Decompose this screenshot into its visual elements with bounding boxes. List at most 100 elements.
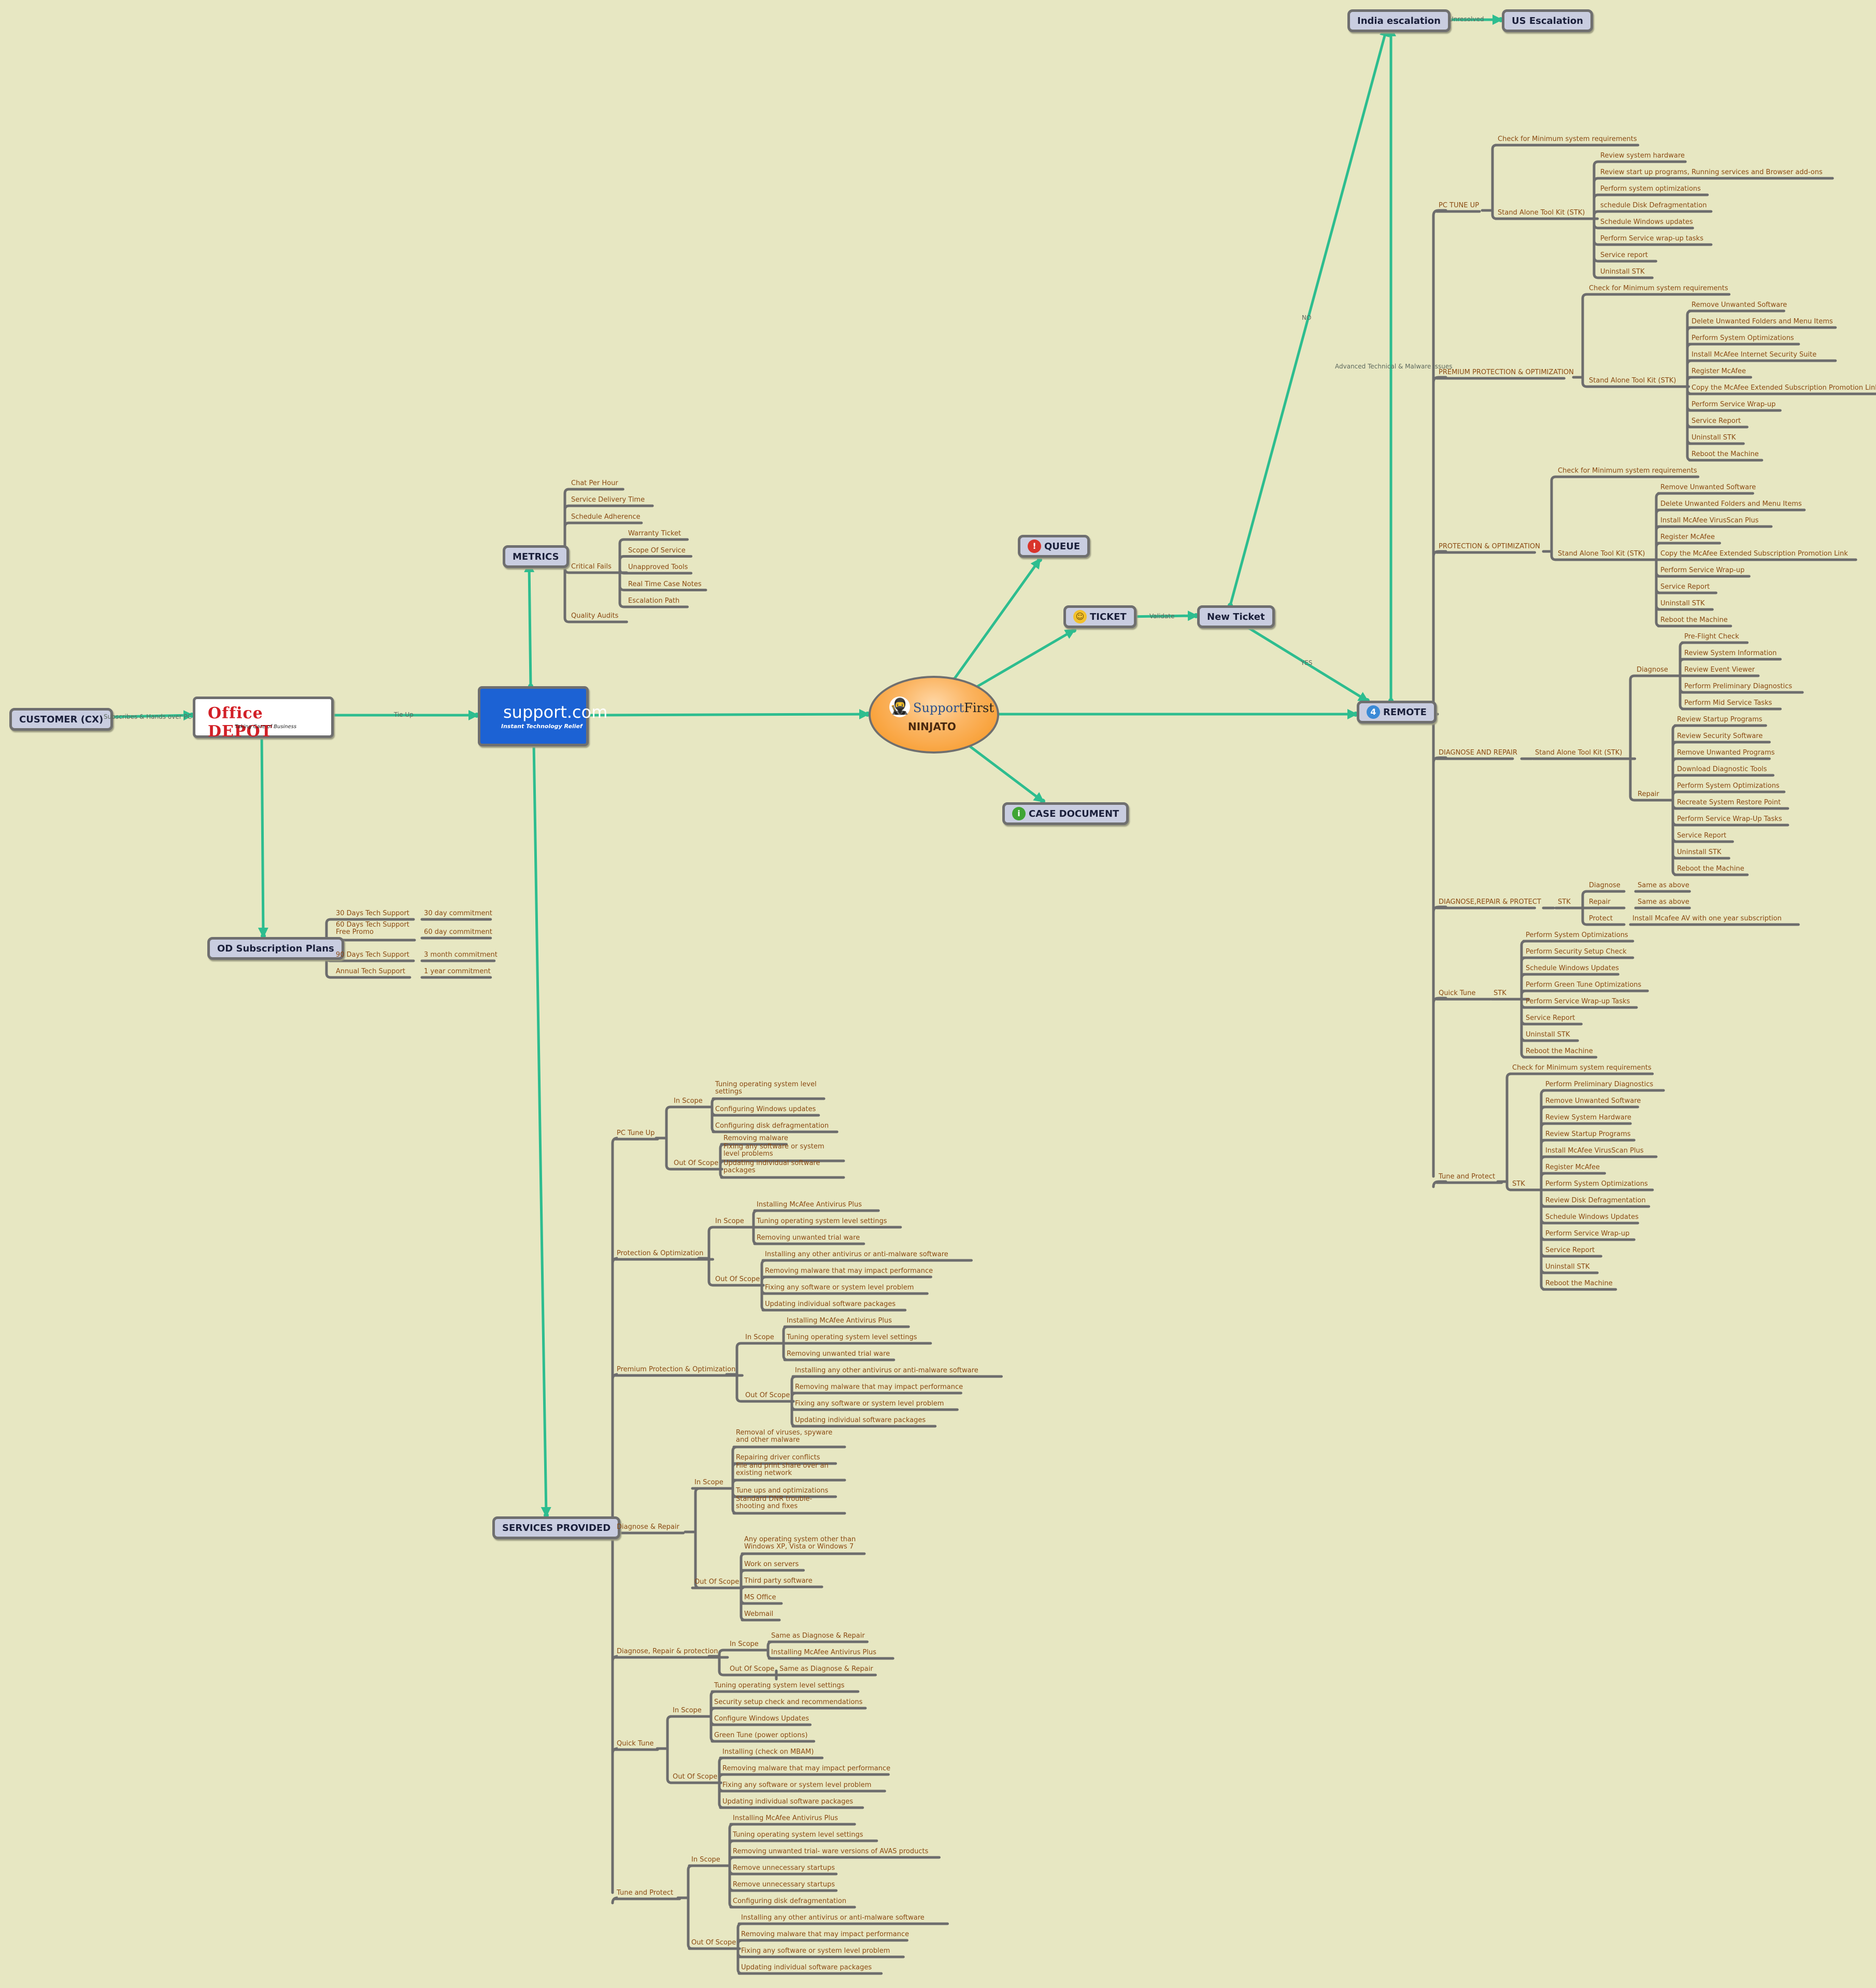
- out-scope-item[interactable]: Removing malware that may impact perform…: [765, 1267, 933, 1275]
- remote-repair[interactable]: Repair: [1638, 790, 1659, 798]
- in-scope-item[interactable]: Installing McAfee Antivirus Plus: [771, 1649, 876, 1656]
- leaf-item[interactable]: Perform System Optimizations: [1545, 1180, 1648, 1188]
- leaf-item[interactable]: Register McAfee: [1692, 367, 1746, 375]
- critical-fail-item[interactable]: Real Time Case Notes: [628, 580, 702, 588]
- leaf-item[interactable]: Service Report: [1526, 1014, 1575, 1022]
- in-scope-item[interactable]: Removing unwanted trial- ware versions o…: [733, 1848, 929, 1855]
- drp-key[interactable]: Repair: [1589, 898, 1611, 906]
- leaf-item[interactable]: Perform System Optimizations: [1692, 334, 1794, 342]
- remote-category[interactable]: DIAGNOSE AND REPAIR: [1439, 749, 1517, 757]
- remote-stk[interactable]: STK: [1558, 898, 1571, 906]
- office-depot-node[interactable]: Office DEPOT Taking Care of Business: [193, 697, 334, 741]
- out-scope-item[interactable]: Installing any other antivirus or anti-m…: [795, 1367, 978, 1374]
- leaf-item[interactable]: Perform System Optimizations: [1526, 931, 1628, 939]
- service-category[interactable]: Quick Tune: [617, 1740, 654, 1748]
- service-category[interactable]: Diagnose, Repair & protection: [617, 1648, 718, 1655]
- leaf-item[interactable]: Uninstall STK: [1526, 1031, 1570, 1039]
- leaf-item[interactable]: Review Disk Defragmentation: [1545, 1197, 1646, 1204]
- in-scope-item[interactable]: Configure Windows Updates: [714, 1715, 809, 1723]
- remote-check[interactable]: Check for Minimum system requirements: [1558, 467, 1697, 475]
- leaf-item[interactable]: Register McAfee: [1660, 533, 1715, 541]
- in-scope-item[interactable]: Installing McAfee Antivirus Plus: [733, 1814, 838, 1822]
- remote-category[interactable]: Tune and Protect: [1439, 1173, 1496, 1181]
- critical-fail-item[interactable]: Escalation Path: [628, 597, 680, 605]
- remote-check[interactable]: Check for Minimum system requirements: [1512, 1064, 1652, 1072]
- out-scope-item[interactable]: Updating individual software packages: [722, 1798, 854, 1806]
- service-category[interactable]: PC Tune Up: [617, 1129, 655, 1137]
- leaf-item[interactable]: Perform Preliminary Diagnostics: [1684, 683, 1793, 690]
- support-com-node[interactable]: support.com Instant Technology Relief: [478, 686, 607, 746]
- leaf-item[interactable]: Service Report: [1660, 583, 1710, 591]
- out-scope-item[interactable]: Webmail: [744, 1610, 774, 1618]
- metric-item[interactable]: Quality Audits: [571, 612, 619, 620]
- leaf-item[interactable]: Uninstall STK: [1677, 848, 1722, 856]
- leaf-item[interactable]: Install McAfee VirusScan Plus: [1545, 1147, 1644, 1155]
- in-scope-item[interactable]: Removal of viruses, spyware and other ma…: [736, 1429, 833, 1444]
- critical-fail-item[interactable]: Scope Of Service: [628, 546, 686, 555]
- out-scope-item[interactable]: Any operating system other than Windows …: [744, 1536, 856, 1551]
- out-scope-item[interactable]: Same as Diagnose & Repair: [779, 1665, 873, 1673]
- out-scope-item[interactable]: Fixing any software or system level prob…: [741, 1947, 890, 1955]
- leaf-item[interactable]: Perform system optimizations: [1600, 185, 1701, 193]
- critical-fail-item[interactable]: Unapproved Tools: [628, 563, 688, 571]
- out-of-scope-label[interactable]: Out Of Scope: [715, 1275, 760, 1283]
- leaf-item[interactable]: schedule Disk Defragmentation: [1600, 202, 1707, 209]
- out-scope-item[interactable]: Installing (check on MBAM): [722, 1748, 814, 1756]
- in-scope-item[interactable]: Security setup check and recommendations: [714, 1698, 863, 1706]
- drp-key[interactable]: Protect: [1589, 915, 1613, 922]
- out-of-scope-label[interactable]: Out Of Scope: [691, 1939, 736, 1947]
- out-of-scope-label[interactable]: Out Of Scope: [694, 1578, 740, 1586]
- leaf-item[interactable]: Review system hardware: [1600, 152, 1685, 160]
- out-scope-item[interactable]: Installing any other antivirus or anti-m…: [741, 1914, 925, 1922]
- in-scope-item[interactable]: Tune ups and optimizations: [736, 1487, 829, 1495]
- remote-category[interactable]: PC TUNE UP: [1439, 202, 1479, 209]
- remote-category[interactable]: PROTECTION & OPTIMIZATION: [1439, 543, 1540, 550]
- leaf-item[interactable]: Copy the McAfee Extended Subscription Pr…: [1692, 384, 1876, 392]
- remote-stk[interactable]: Stand Alone Tool Kit (STK): [1558, 550, 1645, 558]
- od-plan-item[interactable]: 60 Days Tech Support Free Promo: [336, 921, 409, 936]
- out-scope-item[interactable]: Removing malware that may impact perform…: [795, 1383, 963, 1391]
- remote-stk[interactable]: STK: [1494, 989, 1507, 997]
- remote-diagnose[interactable]: Diagnose: [1637, 666, 1668, 674]
- out-scope-item[interactable]: Third party software: [744, 1577, 813, 1585]
- leaf-item[interactable]: Reboot the Machine: [1660, 616, 1728, 624]
- in-scope-item[interactable]: Installing McAfee Antivirus Plus: [787, 1317, 892, 1325]
- out-of-scope-label[interactable]: Out Of Scope: [674, 1159, 719, 1167]
- in-scope-item[interactable]: Removing unwanted trial ware: [787, 1350, 890, 1358]
- leaf-item[interactable]: Remove Unwanted Software: [1692, 301, 1787, 309]
- ticket-node[interactable]: ☺TICKET: [1063, 605, 1136, 628]
- in-scope-label[interactable]: In Scope: [673, 1707, 702, 1714]
- drp-key[interactable]: Diagnose: [1589, 882, 1621, 889]
- service-category[interactable]: Tune and Protect: [617, 1889, 674, 1897]
- leaf-item[interactable]: Service report: [1600, 251, 1648, 259]
- leaf-item[interactable]: Review Startup Programs: [1545, 1130, 1631, 1138]
- leaf-item[interactable]: Perform Service Wrap-up Tasks: [1526, 998, 1630, 1005]
- out-scope-item[interactable]: Fixing any software or system level prob…: [723, 1143, 825, 1158]
- leaf-item[interactable]: Delete Unwanted Folders and Menu Items: [1660, 500, 1802, 508]
- leaf-item[interactable]: Perform Security Setup Check: [1526, 948, 1627, 956]
- metric-item[interactable]: Chat Per Hour: [571, 479, 618, 487]
- leaf-item[interactable]: Service Report: [1692, 417, 1741, 425]
- remote-stk[interactable]: Stand Alone Tool Kit (STK): [1535, 749, 1623, 757]
- leaf-item[interactable]: Reboot the Machine: [1526, 1047, 1593, 1055]
- leaf-item[interactable]: Review System Information: [1684, 649, 1777, 657]
- in-scope-item[interactable]: Installing McAfee Antivirus Plus: [757, 1201, 862, 1209]
- in-scope-item[interactable]: Tuning operating system level settings: [757, 1217, 887, 1225]
- leaf-item[interactable]: Install McAfee Internet Security Suite: [1692, 351, 1817, 359]
- in-scope-item[interactable]: Repairing driver conflicts: [736, 1454, 820, 1461]
- leaf-item[interactable]: Perform System Optimizations: [1677, 782, 1780, 790]
- in-scope-item[interactable]: Tuning operating system level settings: [715, 1081, 817, 1096]
- remote-check[interactable]: Check for Minimum system requirements: [1589, 285, 1728, 292]
- india-escalation-node[interactable]: India escalation: [1347, 9, 1451, 32]
- leaf-item[interactable]: Uninstall STK: [1545, 1263, 1590, 1271]
- service-category[interactable]: Premium Protection & Optimization: [617, 1366, 736, 1373]
- in-scope-item[interactable]: Same as Diagnose & Repair: [771, 1632, 865, 1640]
- drp-value[interactable]: Same as above: [1638, 882, 1689, 889]
- out-scope-item[interactable]: Fixing any software or system level prob…: [795, 1400, 944, 1408]
- metric-item[interactable]: Critical Fails: [571, 563, 612, 571]
- out-scope-item[interactable]: Work on servers: [744, 1560, 799, 1568]
- out-scope-item[interactable]: Updating individual software packages: [723, 1159, 820, 1174]
- out-scope-item[interactable]: Removing malware: [723, 1134, 788, 1142]
- service-category[interactable]: Protection & Optimization: [617, 1249, 704, 1257]
